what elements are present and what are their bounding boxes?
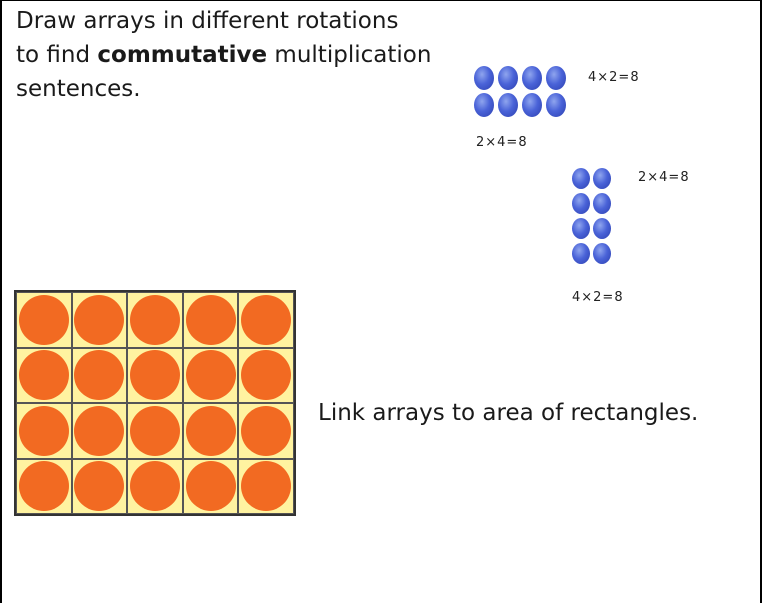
array-2-by-4-equation-right: 4×2=8 <box>588 70 640 85</box>
counter-dot <box>498 93 518 117</box>
counter-dot <box>546 66 566 90</box>
grid-cell <box>16 459 72 515</box>
grid-cell <box>127 459 183 515</box>
counter-dot <box>186 295 236 345</box>
counter-dot <box>593 218 611 239</box>
grid-cell <box>127 348 183 404</box>
counter-dot <box>19 295 69 345</box>
instruction-heading: Draw arrays in different rotations to fi… <box>16 4 446 106</box>
area-rectangle-grid <box>14 290 296 516</box>
grid-cell <box>16 292 72 348</box>
counter-dot <box>572 243 590 264</box>
counter-dot <box>130 350 180 400</box>
grid-cell <box>72 403 128 459</box>
counter-dot <box>572 193 590 214</box>
counter-dot <box>74 295 124 345</box>
counter-dot <box>74 406 124 456</box>
counter-dot <box>130 461 180 511</box>
counter-dot <box>186 350 236 400</box>
counter-dot <box>241 461 291 511</box>
grid-cell <box>16 403 72 459</box>
grid-cell <box>183 459 239 515</box>
counter-dot <box>522 66 542 90</box>
grid-cell <box>72 292 128 348</box>
counter-dot <box>241 295 291 345</box>
counter-dot <box>74 350 124 400</box>
heading-line-2-pre: to find <box>16 42 97 68</box>
counter-dot <box>593 243 611 264</box>
grid-cell <box>238 292 294 348</box>
heading-line-3: sentences. <box>16 72 446 106</box>
counter-dot <box>241 350 291 400</box>
grid-cell <box>238 348 294 404</box>
array-4-by-2-dots <box>572 168 611 264</box>
heading-line-2: to find commutative multiplication <box>16 38 446 72</box>
heading-keyword: commutative <box>97 42 267 68</box>
counter-dot <box>522 93 542 117</box>
grid-cell <box>72 348 128 404</box>
heading-line-2-post: multiplication <box>267 42 431 68</box>
counter-dot <box>593 193 611 214</box>
heading-line-1: Draw arrays in different rotations <box>16 4 446 38</box>
counter-dot <box>19 461 69 511</box>
counter-dot <box>593 168 611 189</box>
counter-dot <box>546 93 566 117</box>
counter-dot <box>19 406 69 456</box>
array-2-by-4 <box>474 66 568 117</box>
grid-cell <box>127 403 183 459</box>
array-2-by-4-equation-below: 2×4=8 <box>476 135 528 150</box>
array-4-by-2-equation-right: 2×4=8 <box>638 170 690 185</box>
grid-cell <box>72 459 128 515</box>
counter-dot <box>186 461 236 511</box>
counter-dot <box>74 461 124 511</box>
caption-text: Link arrays to area of rectangles. <box>318 400 698 426</box>
counter-dot <box>474 66 494 90</box>
grid-cell <box>183 292 239 348</box>
grid-cell <box>127 292 183 348</box>
grid-cell <box>183 403 239 459</box>
grid-cell <box>16 348 72 404</box>
grid-cell <box>183 348 239 404</box>
counter-dot <box>498 66 518 90</box>
counter-dot <box>186 406 236 456</box>
counter-dot <box>241 406 291 456</box>
counter-dot <box>130 406 180 456</box>
array-4-by-2-equation-below: 4×2=8 <box>572 290 624 305</box>
counter-dot <box>572 218 590 239</box>
grid-cell <box>238 459 294 515</box>
counter-dot <box>572 168 590 189</box>
counter-dot <box>474 93 494 117</box>
counter-dot <box>19 350 69 400</box>
array-4-by-2 <box>572 168 611 264</box>
counter-dot <box>130 295 180 345</box>
grid-cell <box>238 403 294 459</box>
array-2-by-4-dots <box>474 66 568 117</box>
